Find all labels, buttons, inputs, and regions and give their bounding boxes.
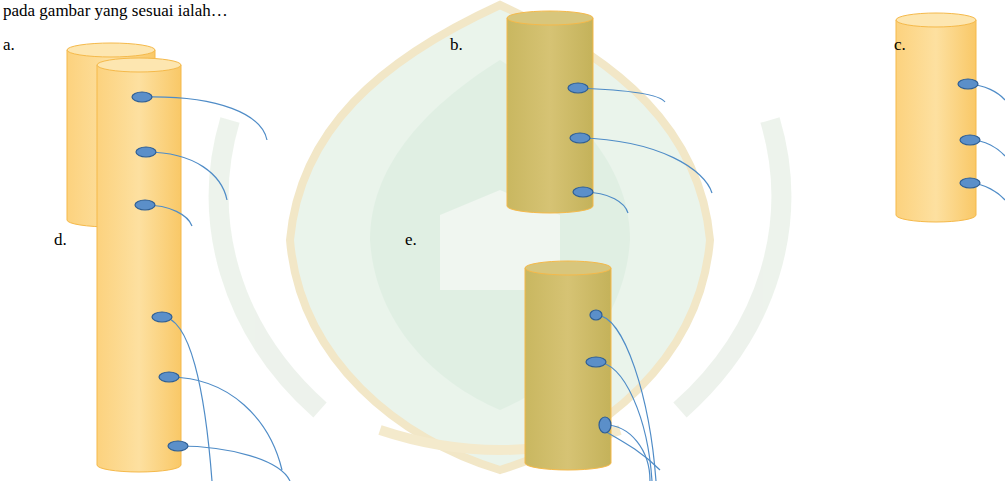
option-letter: d. [54, 231, 67, 250]
option-letter: c. [894, 36, 906, 55]
option-letter: e. [405, 231, 417, 250]
question-text: pada gambar yang sesuai ialah… [3, 2, 228, 21]
option-letter: a. [3, 36, 15, 55]
watermark [219, 5, 782, 470]
water-jets [142, 84, 1005, 481]
holes [132, 79, 980, 451]
option-letter: b. [450, 36, 463, 55]
